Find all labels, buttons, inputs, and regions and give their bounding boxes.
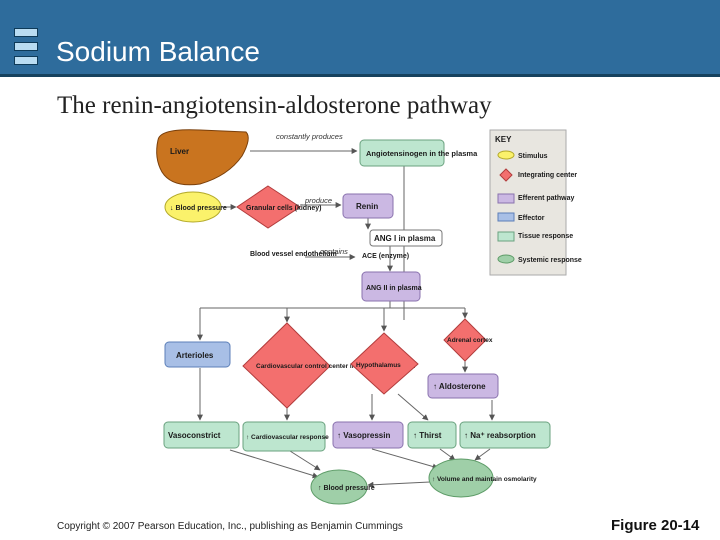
aldosterone-label: ↑ Aldosterone	[433, 382, 486, 391]
vasopressin-box	[332, 421, 404, 449]
produce-label: produce	[304, 196, 332, 205]
vessel-endothelium-label: Blood vessel endothelium	[250, 251, 337, 258]
granular-cells-label: Granular cells (kidney)	[246, 205, 321, 212]
cv-response-label: ↑ Cardiovascular response	[246, 434, 329, 441]
hypothalamus-diamond	[350, 332, 419, 395]
vasoconstrict-box	[163, 421, 240, 449]
granular-cells-diamond	[236, 185, 301, 229]
blood-pressure-up-label: ↑ Blood pressure	[318, 485, 375, 492]
contains-label: contains	[320, 247, 348, 256]
liver-icon: Liver	[156, 129, 249, 186]
copyright-text: Copyright © 2007 Pearson Education, Inc.…	[57, 521, 403, 532]
renin-label: Renin	[356, 202, 378, 211]
cv-control-center-diamond	[242, 322, 331, 409]
constantly-produces-label: constantly produces	[276, 132, 343, 141]
key-systemic-swatch	[497, 254, 515, 264]
ang2-box	[361, 271, 421, 302]
hypothalamus-label: Hypothalamus	[356, 362, 401, 369]
key-item-stimulus: Stimulus	[518, 153, 548, 160]
key-item-integrating: Integrating center	[518, 172, 577, 179]
connector-lines	[197, 148, 495, 488]
na-reabsorption-box	[459, 421, 551, 449]
blood-pressure-up-ellipse	[310, 469, 368, 505]
adrenal-cortex-diamond	[443, 318, 487, 362]
renin-box	[342, 193, 394, 219]
cv-control-center-label: Cardiovascular control center in medulla…	[256, 363, 415, 370]
ang1-label: ANG I in plasma	[374, 234, 436, 243]
key-integrating-swatch	[499, 168, 513, 182]
slide-logo-icon	[14, 28, 38, 66]
ace-label: ACE (enzyme)	[362, 253, 409, 260]
na-reabsorption-label: ↑ Na⁺ reabsorption	[464, 431, 536, 440]
vasopressin-label: ↑ Vasopressin	[337, 431, 390, 440]
key-title: KEY	[495, 135, 512, 144]
vasoconstrict-label: Vasoconstrict	[168, 431, 221, 440]
adrenal-cortex-label: Adrenal cortex	[447, 337, 493, 344]
blood-pressure-low-ellipse	[164, 191, 222, 223]
title-bar: Sodium Balance	[0, 0, 720, 77]
ang2-label: ANG II in plasma	[366, 285, 422, 292]
arterioles-label: Arterioles	[176, 351, 214, 360]
slide-title: Sodium Balance	[56, 36, 260, 67]
thirst-box	[407, 421, 457, 449]
key-item-systemic: Systemic response	[518, 257, 582, 264]
cv-response-box	[242, 421, 326, 452]
angiotensinogen-box	[359, 139, 445, 167]
blood-pressure-low-label: ↓ Blood pressure	[170, 205, 227, 212]
key-tissue-swatch	[497, 231, 515, 242]
key-legend: KEY Stimulus Integrating center Efferent…	[489, 129, 582, 276]
title-underline	[0, 74, 720, 77]
aldosterone-box	[427, 373, 499, 399]
key-efferent-swatch	[497, 193, 515, 204]
liver-label: Liver	[170, 147, 189, 156]
ang1-box	[369, 229, 443, 247]
figure-number: Figure 20-14	[611, 517, 700, 534]
angiotensinogen-label: Angiotensinogen in the plasma	[366, 149, 478, 158]
key-effector-swatch	[497, 212, 515, 222]
volume-ellipse	[428, 458, 494, 498]
thirst-label: ↑ Thirst	[413, 431, 442, 440]
slide-subtitle: The renin-angiotensin-aldosterone pathwa…	[57, 92, 492, 119]
key-item-effector: Effector	[518, 215, 545, 222]
arterioles-box	[164, 341, 231, 368]
key-item-efferent: Efferent pathway	[518, 195, 575, 202]
key-stimulus-swatch	[497, 150, 515, 160]
volume-label: ↑ Volume and maintain osmolarity	[432, 476, 537, 483]
key-item-tissue: Tissue response	[518, 233, 573, 240]
